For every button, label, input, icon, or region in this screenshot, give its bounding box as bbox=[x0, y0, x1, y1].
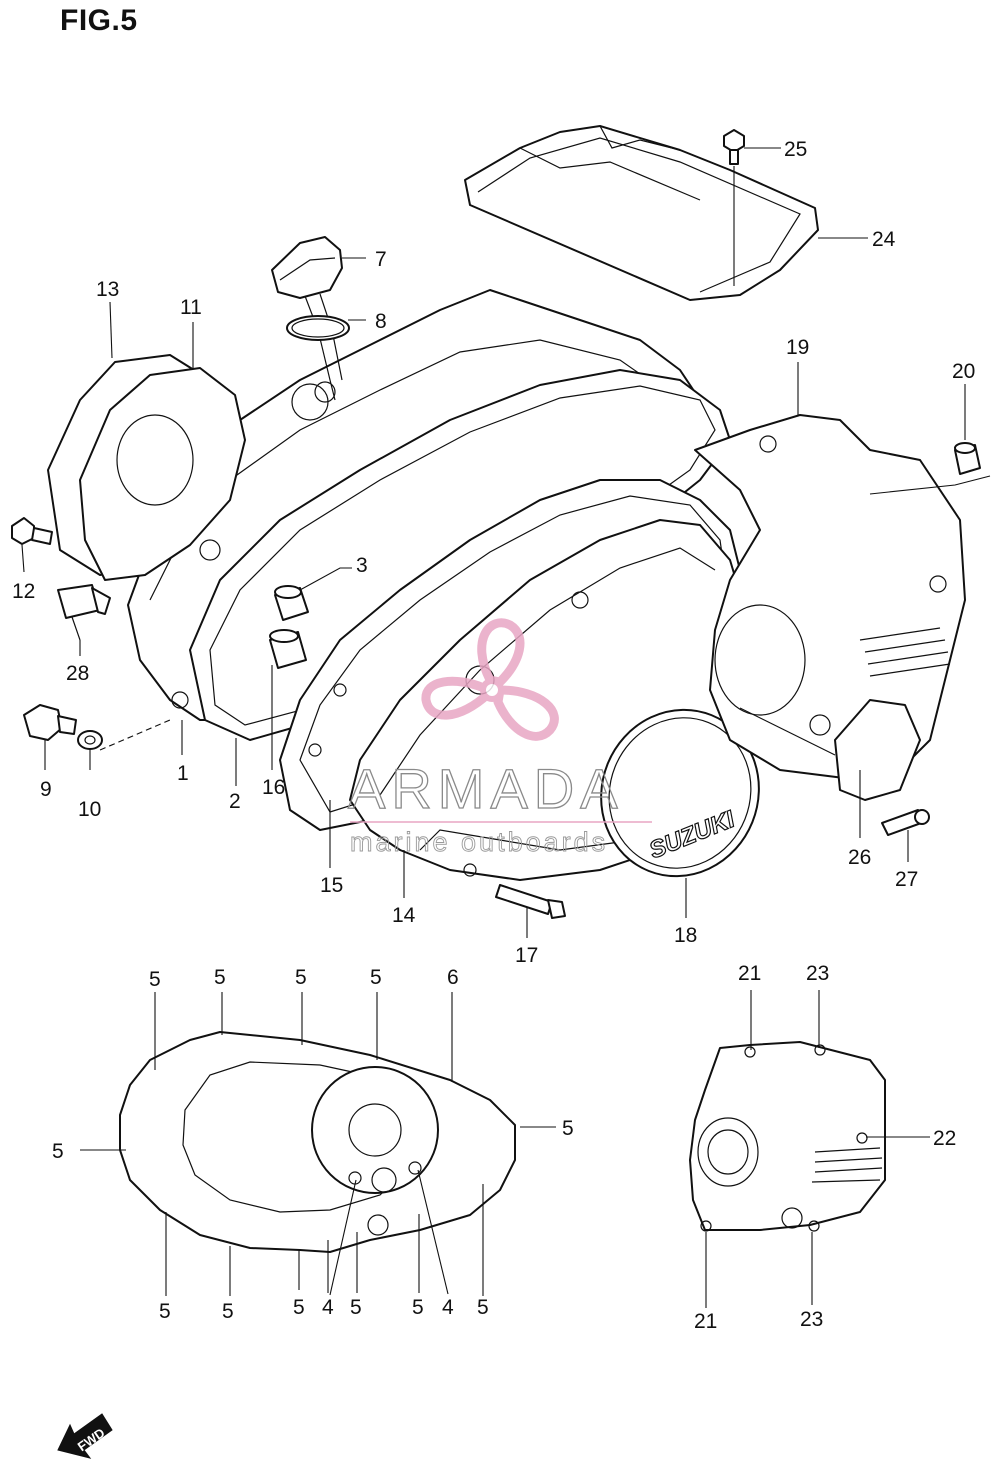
callout-5-top-2: 5 bbox=[214, 966, 226, 989]
callout-23-bottom: 23 bbox=[800, 1308, 823, 1331]
callout-11: 11 bbox=[180, 296, 202, 319]
part-11-plate bbox=[79, 367, 246, 581]
callout-10: 10 bbox=[78, 798, 101, 821]
callout-18: 18 bbox=[674, 924, 697, 947]
part-9-drain-plug bbox=[23, 704, 77, 741]
part-17-bolt bbox=[495, 884, 566, 919]
part-24-cover bbox=[464, 125, 819, 301]
callout-labels: 25 24 7 8 13 11 19 20 3 12 28 1 9 10 2 1… bbox=[12, 138, 975, 1333]
part-25-bolt bbox=[723, 129, 745, 286]
callout-4-right: 4 bbox=[442, 1296, 454, 1319]
callout-5-top-4: 5 bbox=[370, 966, 382, 989]
watermark-brand: ARMADA bbox=[348, 757, 624, 820]
callout-5-bottom-2: 5 bbox=[222, 1300, 234, 1323]
figure-title: FIG.5 bbox=[60, 4, 138, 37]
callout-27: 27 bbox=[895, 868, 918, 891]
callout-20: 20 bbox=[952, 360, 975, 383]
callout-6: 6 bbox=[447, 966, 459, 989]
part-8-o-ring bbox=[286, 315, 350, 341]
part-12-bolt bbox=[11, 517, 53, 545]
part-20-damper bbox=[954, 442, 981, 475]
part-18-clutch-badge-cover: SUZUKI bbox=[600, 708, 760, 878]
callout-28: 28 bbox=[66, 662, 89, 685]
part-10-washer bbox=[77, 730, 103, 750]
callout-5-bottom-1: 5 bbox=[159, 1300, 171, 1323]
callout-26: 26 bbox=[848, 846, 871, 869]
part-26-plate bbox=[834, 699, 921, 801]
part-27-screw bbox=[881, 809, 930, 836]
callout-22: 22 bbox=[933, 1127, 956, 1150]
part-6-clutch-cover-gasket bbox=[119, 1031, 516, 1253]
callout-5-bottom-4: 5 bbox=[350, 1296, 362, 1319]
callout-16: 16 bbox=[262, 776, 285, 799]
fwd-arrow-icon: FWD bbox=[57, 1413, 113, 1459]
callout-5-bottom-6: 5 bbox=[477, 1296, 489, 1319]
propeller-logo-icon bbox=[421, 618, 559, 741]
callout-21-top: 21 bbox=[738, 962, 761, 985]
callout-23-top: 23 bbox=[806, 962, 829, 985]
leader-lines bbox=[21, 147, 991, 1308]
callout-5-top-3: 5 bbox=[295, 966, 307, 989]
callout-5-bottom-5: 5 bbox=[412, 1296, 424, 1319]
callout-3: 3 bbox=[356, 554, 368, 577]
part-lower-right-cover bbox=[689, 1041, 886, 1232]
callout-24: 24 bbox=[872, 228, 896, 251]
callout-21-bottom: 21 bbox=[694, 1310, 717, 1333]
callout-1: 1 bbox=[177, 762, 189, 785]
callout-17: 17 bbox=[515, 944, 538, 967]
callout-2: 2 bbox=[229, 790, 241, 813]
callout-5-top-1: 5 bbox=[149, 968, 161, 991]
callout-5-bottom-3: 5 bbox=[293, 1296, 305, 1319]
callout-5-right: 5 bbox=[562, 1117, 574, 1140]
callout-13: 13 bbox=[96, 278, 119, 301]
callout-19: 19 bbox=[786, 336, 809, 359]
part-3-dowel bbox=[274, 585, 309, 621]
callout-5-left: 5 bbox=[52, 1140, 64, 1163]
part-19-side-cover bbox=[694, 414, 966, 781]
callout-9: 9 bbox=[40, 778, 52, 801]
callout-7: 7 bbox=[375, 248, 387, 271]
watermark-tagline: marine outboards bbox=[350, 827, 608, 857]
callout-4-left: 4 bbox=[322, 1296, 334, 1319]
part-16-dowel bbox=[269, 629, 307, 669]
callout-8: 8 bbox=[375, 310, 387, 333]
callout-14: 14 bbox=[392, 904, 416, 927]
callout-12: 12 bbox=[12, 580, 35, 603]
watermark: ARMADA marine outboards bbox=[347, 618, 652, 857]
callout-15: 15 bbox=[320, 874, 343, 897]
callout-25: 25 bbox=[784, 138, 807, 161]
part-28-switch bbox=[57, 584, 111, 641]
